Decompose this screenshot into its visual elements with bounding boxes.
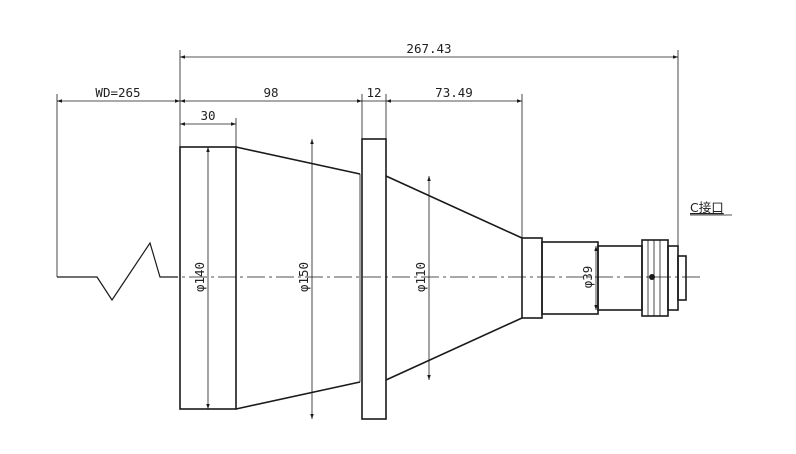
mount-label: C接口 [690, 200, 724, 215]
flange [361, 138, 387, 420]
front-taper-lower [235, 381, 361, 410]
c-mount-thread [667, 245, 679, 311]
dia-rear-barrel-label: φ39 [580, 266, 595, 289]
front-barrel-label: 30 [200, 108, 215, 123]
c-mount-tip [677, 255, 687, 301]
dia-front-label: φ140 [192, 262, 207, 292]
front-section-label: 98 [263, 85, 278, 100]
iris-ring [641, 239, 669, 317]
working-distance-break-line [57, 241, 178, 302]
working-distance-label: WD=265 [95, 85, 140, 100]
dia-flange-section-label: φ150 [296, 262, 311, 292]
front-taper [235, 146, 361, 175]
rear-taper-lower [385, 317, 523, 381]
overall-length-label: 267.43 [406, 41, 451, 56]
flange-label: 12 [366, 85, 381, 100]
rear-taper-label: 73.49 [435, 85, 473, 100]
rear-taper-upper [385, 175, 523, 239]
rear-barrel-step [521, 237, 543, 319]
focus-ring [597, 245, 643, 311]
locking-screw [649, 274, 655, 280]
dia-rear-taper-label: φ110 [413, 262, 428, 292]
